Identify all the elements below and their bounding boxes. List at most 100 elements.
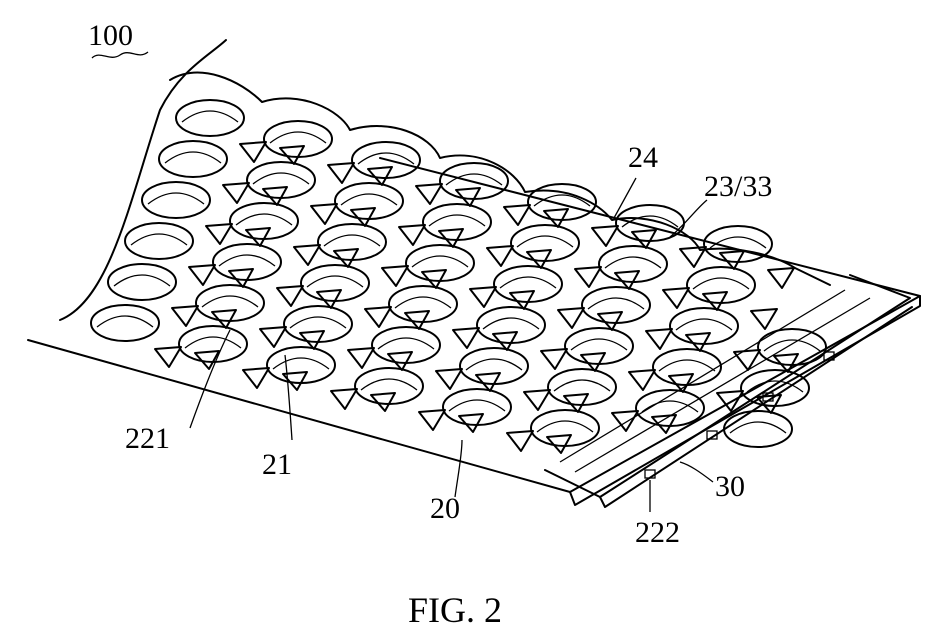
triangle-cutout (470, 287, 496, 307)
triangle-cutout (453, 328, 479, 348)
hole (724, 411, 792, 447)
triangle-cutout (436, 369, 462, 389)
hole-rim (358, 153, 414, 164)
hole (494, 266, 562, 302)
label-21: 21 (262, 448, 292, 481)
hole (108, 264, 176, 300)
triangle-cutout (592, 226, 618, 246)
triangle-cutout (243, 368, 269, 388)
hole (443, 389, 511, 425)
hole-rim (554, 380, 610, 391)
triangle-cutout (487, 246, 513, 266)
triangle-cutout (419, 410, 445, 430)
hole (355, 368, 423, 404)
hole-rim (500, 277, 556, 288)
hole-rim (361, 379, 417, 390)
leader-20 (455, 440, 462, 497)
hole (247, 162, 315, 198)
hole (528, 184, 596, 220)
hole (741, 370, 809, 406)
hole-rim (131, 234, 187, 245)
hole-rim (148, 193, 204, 204)
triangle-cutout (768, 268, 794, 288)
triangle-cutout (294, 245, 320, 265)
leader-23-33 (670, 200, 707, 237)
hole-rim (483, 318, 539, 329)
leader-24 (614, 178, 636, 218)
hole-rim (730, 422, 786, 433)
triangle-cutout (541, 349, 567, 369)
hole-rim (429, 215, 485, 226)
hole (616, 205, 684, 241)
triangle-cutout (646, 329, 672, 349)
hole (264, 121, 332, 157)
hole (687, 267, 755, 303)
label-24: 24 (628, 141, 658, 174)
leader-30 (680, 462, 713, 482)
hole-rim (182, 111, 238, 122)
hole (531, 410, 599, 446)
hole-rim (446, 174, 502, 185)
triangle-cutout (331, 389, 357, 409)
triangle-cutout (416, 184, 442, 204)
triangle-cutout (206, 224, 232, 244)
hole-rim (378, 338, 434, 349)
hole-grid (91, 100, 826, 453)
hole (284, 306, 352, 342)
hole (670, 308, 738, 344)
hole (125, 223, 193, 259)
triangle-cutout (382, 266, 408, 286)
triangle-cutout (504, 205, 530, 225)
hole-rim (395, 297, 451, 308)
triangle-cutout (365, 307, 391, 327)
hole (159, 141, 227, 177)
hole-rim (273, 358, 329, 369)
triangle-cutout (172, 306, 198, 326)
leader-221 (190, 330, 230, 428)
hole-rim (114, 275, 170, 286)
label-30: 30 (715, 470, 745, 503)
hole (653, 349, 721, 385)
hole (318, 224, 386, 260)
hole-rim (253, 173, 309, 184)
hole-rim (571, 339, 627, 350)
hole-rim (219, 255, 275, 266)
hole (423, 204, 491, 240)
leader-lines (92, 52, 713, 512)
hole (213, 244, 281, 280)
hole (565, 328, 633, 364)
hole (267, 347, 335, 383)
hole-rim (642, 401, 698, 412)
hole-rim (676, 319, 732, 330)
triangle-cutout (399, 225, 425, 245)
triangle-cutout (575, 267, 601, 287)
label-20: 20 (430, 492, 460, 525)
hole-rim (605, 257, 661, 268)
hole-rim (412, 256, 468, 267)
leader-21 (285, 355, 292, 440)
triangle-cutout (155, 347, 181, 367)
hole-rim (202, 296, 258, 307)
hole (176, 100, 244, 136)
hole (230, 203, 298, 239)
triangle-cutout (751, 309, 777, 329)
hole (460, 348, 528, 384)
triangle-cutout (629, 370, 655, 390)
triangle-cutout (328, 163, 354, 183)
reference-labels: 100 24 23/33 221 21 20 30 222 (88, 19, 772, 549)
hole-rim (517, 236, 573, 247)
hole-rim (659, 360, 715, 371)
hole-rim (537, 421, 593, 432)
leader-100 (92, 52, 148, 58)
hole-rim (236, 214, 292, 225)
label-23-33: 23/33 (704, 170, 772, 203)
hole (389, 286, 457, 322)
hole (758, 329, 826, 365)
hole (582, 287, 650, 323)
hole-rim (466, 359, 522, 370)
hole-rim (290, 317, 346, 328)
hole (179, 326, 247, 362)
triangle-cutout (734, 350, 760, 370)
triangle-cutout (558, 308, 584, 328)
